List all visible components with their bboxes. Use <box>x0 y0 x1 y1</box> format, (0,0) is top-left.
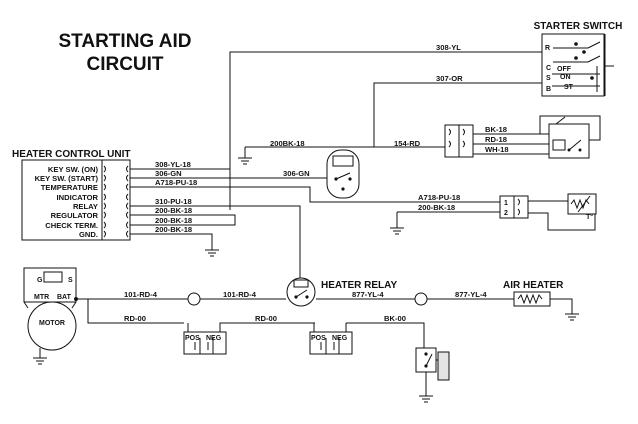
battery-1 <box>183 326 227 355</box>
wire-label-wh-18: WH-18 <box>485 145 509 154</box>
starter-switch-terminal-b: B <box>546 86 551 93</box>
wire-label-154-rd: 154-RD <box>394 139 421 148</box>
battery-2-pos-label: POS <box>311 335 326 342</box>
air-heater-label: AIR HEATER <box>503 280 564 291</box>
hcu-wire-200-bk-18-a: 200-BK-18 <box>155 206 192 215</box>
motor-label: MOTOR <box>39 320 65 327</box>
starter-switch-position-off: OFF <box>557 66 572 73</box>
svg-text:T°: T° <box>586 213 593 221</box>
heater-control-unit <box>21 159 131 241</box>
hcu-terminal-key-sw-start: KEY SW. (START) <box>35 174 99 183</box>
motor-terminal-bat: BAT <box>57 294 72 301</box>
wire-label-bk-18: BK-18 <box>485 125 507 134</box>
wire-label-308-yl: 308-YL <box>436 43 461 52</box>
hcu-wire-310-pu-18: 310-PU-18 <box>155 197 192 206</box>
hcu-terminal-relay: RELAY <box>73 202 98 211</box>
wire-label-306-gn-relay: 306-GN <box>283 169 310 178</box>
heater-relay <box>286 277 316 307</box>
hcu-terminal-check-term: CHECK TERM. <box>45 221 98 230</box>
starter-switch: R C S B OFF ON ST <box>541 33 614 97</box>
ground-symbol-aux <box>238 157 252 165</box>
ground-symbol-motor <box>33 357 47 365</box>
hcu-wire-200-bk-18-c: 200-BK-18 <box>155 225 192 234</box>
hcu-terminal-temperature: TEMPERATURE <box>41 183 98 192</box>
wire-label-bk-00: BK-00 <box>384 314 406 323</box>
ground-symbol-hcu <box>205 249 219 257</box>
hcu-terminal-gnd: GND. <box>79 230 98 239</box>
motor-terminal-mtr: MTR <box>34 294 49 301</box>
hcu-wire-308-yl-18: 308-YL-18 <box>155 160 191 169</box>
starter-switch-terminal-c: C <box>546 65 551 72</box>
hcu-wire-200-bk-18-b: 200-BK-18 <box>155 216 192 225</box>
starter-switch-position-on: ON <box>560 74 571 81</box>
wire-label-200bk-18: 200BK-18 <box>270 139 305 148</box>
ground-symbol-disconnect <box>419 395 433 403</box>
starter-switch-terminal-r: R <box>545 45 550 52</box>
hcu-terminal-regulator: REGULATOR <box>51 211 99 220</box>
hcu-connector-pins <box>103 165 129 238</box>
wire-label-101-rd-4-b: 101-RD-4 <box>223 290 257 299</box>
wire-label-877-yl-4-b: 877-YL-4 <box>455 290 487 299</box>
indicator-switch <box>539 115 601 159</box>
battery-2-neg-label: NEG <box>332 335 348 342</box>
heater-relay-label: HEATER RELAY <box>321 280 397 291</box>
diagram-title-line2: CIRCUIT <box>86 54 163 75</box>
wire-label-101-rd-4-a: 101-RD-4 <box>124 290 158 299</box>
aux-relay <box>326 149 360 199</box>
wire-label-rd-18: RD-18 <box>485 135 507 144</box>
junction-101-rd <box>187 292 201 306</box>
sensor-connector: 1 2 <box>499 195 529 219</box>
junction-877-yl <box>414 292 428 306</box>
heater-control-unit-label: HEATER CONTROL UNIT <box>12 149 131 160</box>
sensor-wire-a718-pu-18: A718-PU-18 <box>418 193 460 202</box>
starter-switch-position-st: ST <box>564 84 574 91</box>
wire-label-rd-00-b: RD-00 <box>255 314 277 323</box>
hcu-terminal-indicator: INDICATOR <box>57 193 99 202</box>
ground-symbol-air-heater <box>565 313 579 321</box>
motor-terminal-s: S <box>68 277 73 284</box>
hcu-wire-a718-pu-18: A718-PU-18 <box>155 178 197 187</box>
starter-switch-label: STARTER SWITCH <box>534 21 623 32</box>
air-heater <box>513 291 551 307</box>
battery-2 <box>309 323 353 355</box>
wire-label-rd-00-a: RD-00 <box>124 314 146 323</box>
wire-label-877-yl-4-a: 877-YL-4 <box>352 290 384 299</box>
hcu-terminal-key-sw-on: KEY SW. (ON) <box>48 165 99 174</box>
diagram-title-line1: STARTING AID <box>59 31 192 52</box>
motor-terminal-g: G <box>37 277 43 284</box>
temperature-sensor: T° <box>567 193 597 221</box>
hcu-wire-306-gn: 306-GN <box>155 169 182 178</box>
switch-connector <box>444 124 474 158</box>
battery-1-pos-label: POS <box>185 335 200 342</box>
ground-symbol-sensor <box>390 227 404 235</box>
wire-label-307-or: 307-OR <box>436 74 463 83</box>
sensor-pin-1: 1 <box>504 200 508 207</box>
sensor-wire-200-bk-18: 200-BK-18 <box>418 203 455 212</box>
starter-motor: G S MTR BAT <box>23 267 77 351</box>
battery-1-neg-label: NEG <box>206 335 222 342</box>
sensor-pin-2: 2 <box>504 210 508 217</box>
disconnect-switch <box>415 347 450 381</box>
starter-switch-terminal-s: S <box>546 75 551 82</box>
